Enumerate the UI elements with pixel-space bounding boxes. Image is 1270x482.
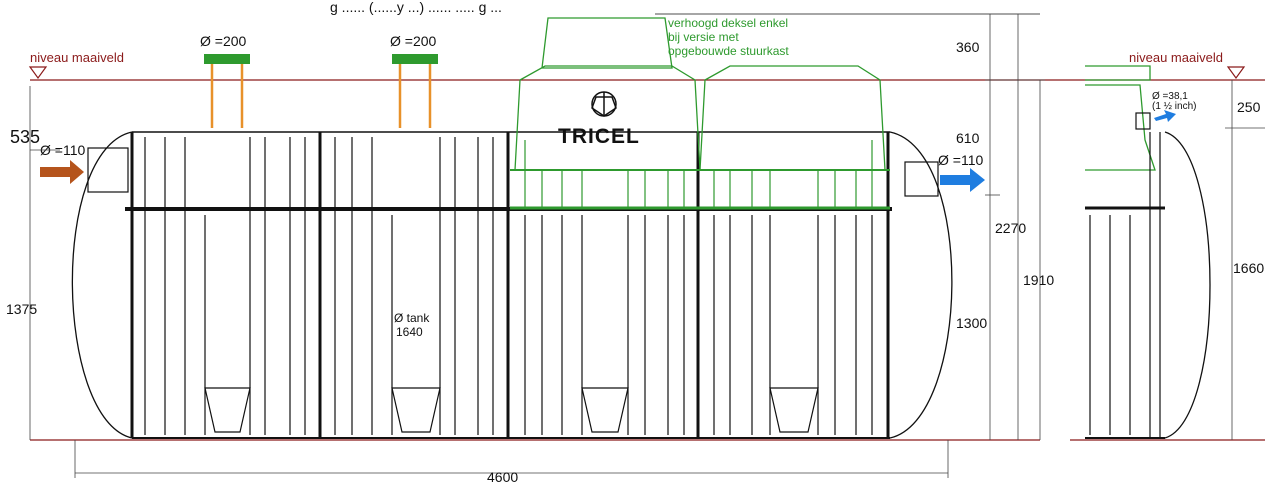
tank-diameter-label: Ø tank (394, 311, 430, 325)
ground-level-lines (30, 79, 1265, 441)
logo-text: TRICEL (558, 125, 640, 148)
dim-body-height: 1300 (956, 315, 987, 331)
ground-label-left: niveau maaiveld (30, 50, 124, 65)
outlet-diameter: Ø =110 (938, 152, 983, 168)
ground-label-right: niveau maaiveld (1129, 50, 1223, 65)
right-dimension-lines (985, 14, 1045, 440)
left-dimension-lines (29, 86, 60, 440)
side-dimension-lines (1225, 80, 1265, 440)
access-riser-2 (392, 54, 438, 128)
side-height: 1660 (1233, 260, 1264, 276)
dim-to-ground: 1910 (1023, 272, 1054, 288)
tricel-logo-icon (591, 91, 617, 117)
control-unit-lid (510, 17, 890, 210)
dim-cover-raise: 360 (956, 39, 980, 55)
cover-note-line-1: verhoogd deksel enkel (668, 16, 788, 30)
cover-note-line-3: opgebouwde stuurkast (668, 44, 789, 58)
access-diameter-1: Ø =200 (200, 33, 247, 49)
vent-offset: 250 (1237, 99, 1261, 115)
side-view (1085, 65, 1211, 439)
vent-arrow-icon (1154, 110, 1176, 122)
inlet-diameter: Ø =110 (40, 142, 85, 158)
inlet-arrow-icon (40, 160, 84, 184)
ground-marker-left-icon (28, 66, 48, 80)
vent-diameter-inch: (1 ½ inch) (1152, 101, 1196, 112)
header-fragment: g ...... (......y ...) ...... ..... g ..… (330, 0, 502, 15)
length-value: 4600 (487, 469, 518, 482)
inlet-side-height: 1375 (6, 301, 37, 317)
ground-marker-right-icon (1226, 66, 1246, 80)
length-dimension-line (74, 440, 949, 478)
inlet-height: 535 (10, 127, 40, 147)
tank-diameter-value: 1640 (396, 325, 423, 339)
dim-total-height: 2270 (995, 220, 1026, 236)
outlet-arrow-icon (940, 168, 985, 192)
cover-note-line-2: bij versie met (668, 30, 739, 44)
inlet-pipe (87, 147, 129, 193)
vent-diameter: Ø =38,1 (1152, 91, 1188, 102)
access-riser-1 (204, 54, 250, 128)
tank-body (71, 131, 953, 439)
outlet-pipe (904, 161, 939, 197)
cover-note: verhoogd deksel enkel bij versie met opg… (668, 16, 789, 58)
dim-lid-height: 610 (956, 130, 980, 146)
access-diameter-2: Ø =200 (390, 33, 437, 49)
